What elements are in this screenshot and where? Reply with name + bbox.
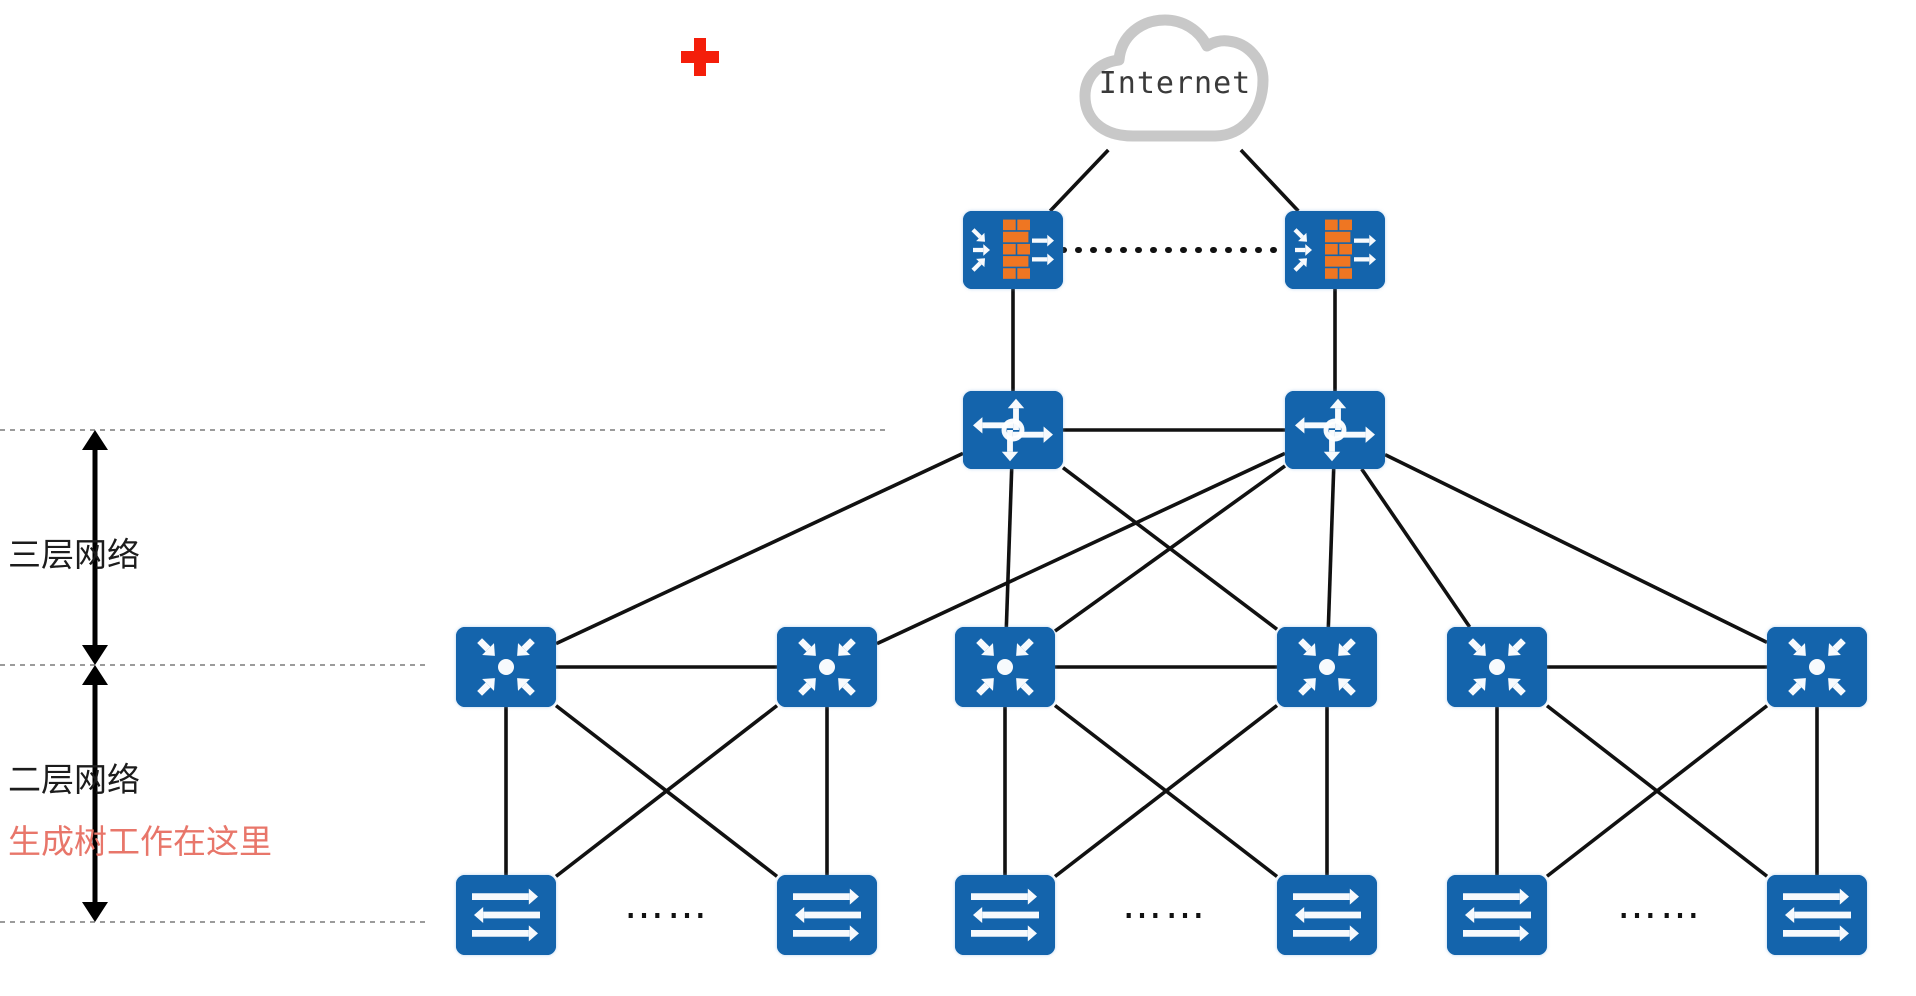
switch-icon xyxy=(955,875,1055,955)
access-ellipsis-2: …… xyxy=(1122,882,1208,928)
link-cloud-firewall-left xyxy=(1048,148,1110,213)
link-agg1-acc2 xyxy=(554,704,779,878)
aggregation-switch-6[interactable] xyxy=(1767,627,1867,707)
layer2-span-arrow-head-down xyxy=(82,902,108,922)
access-ellipsis-3: …… xyxy=(1617,882,1703,928)
access-switch-5[interactable] xyxy=(1447,875,1547,955)
device-links xyxy=(504,148,1819,878)
link-core-right-agg5 xyxy=(1360,467,1472,629)
layer2-network-label: 二层网络 xyxy=(8,760,140,799)
spanning-tree-note-label: 生成树工作在这里 xyxy=(8,822,272,861)
link-core-right-agg3 xyxy=(1053,464,1287,633)
link-agg5-acc6 xyxy=(1545,704,1769,878)
link-agg4-acc3 xyxy=(1053,704,1279,878)
layer3-span-arrow-head-down xyxy=(82,645,108,665)
aggregation-switch-5[interactable] xyxy=(1447,627,1547,707)
firewall-right[interactable] xyxy=(1285,211,1385,289)
firewall-left[interactable] xyxy=(963,211,1063,289)
multilayer-switch-icon xyxy=(1277,627,1377,707)
access-switch-2[interactable] xyxy=(777,875,877,955)
multilayer-switch-icon xyxy=(1767,627,1867,707)
access-ellipsis-1: …… xyxy=(624,882,710,928)
aggregation-switch-1[interactable] xyxy=(456,627,556,707)
link-core-right-agg4 xyxy=(1326,468,1336,628)
multilayer-switch-icon xyxy=(777,627,877,707)
switch-icon xyxy=(777,875,877,955)
red-cross-marker[interactable] xyxy=(679,36,721,83)
layer3-network-label: 三层网络 xyxy=(8,535,140,574)
core-router-left[interactable] xyxy=(963,391,1063,469)
firewall-icon xyxy=(963,211,1063,289)
router-icon xyxy=(1285,391,1385,469)
link-core-left-agg3 xyxy=(1004,468,1014,628)
access-switch-1[interactable] xyxy=(456,875,556,955)
layer3-span-arrow-head-up xyxy=(82,430,108,450)
multilayer-switch-icon xyxy=(955,627,1055,707)
aggregation-switch-2[interactable] xyxy=(777,627,877,707)
link-core-left-agg1 xyxy=(555,451,964,646)
aggregation-switch-4[interactable] xyxy=(1277,627,1377,707)
internet-cloud-label: Internet xyxy=(1098,66,1252,101)
internet-cloud[interactable]: Internet xyxy=(1075,10,1275,150)
switch-icon xyxy=(1447,875,1547,955)
switch-icon xyxy=(1767,875,1867,955)
core-router-right[interactable] xyxy=(1285,391,1385,469)
multilayer-switch-icon xyxy=(1447,627,1547,707)
router-icon xyxy=(963,391,1063,469)
access-switch-4[interactable] xyxy=(1277,875,1377,955)
link-agg2-acc1 xyxy=(554,704,779,878)
link-core-right-agg6 xyxy=(1384,452,1768,645)
switch-icon xyxy=(456,875,556,955)
link-core-left-agg4 xyxy=(1061,466,1279,631)
link-agg3-acc4 xyxy=(1053,704,1279,878)
access-switch-6[interactable] xyxy=(1767,875,1867,955)
cloud-icon xyxy=(1079,14,1269,142)
access-switch-3[interactable] xyxy=(955,875,1055,955)
link-cloud-firewall-right xyxy=(1239,148,1300,213)
link-agg6-acc5 xyxy=(1545,704,1769,878)
multilayer-switch-icon xyxy=(456,627,556,707)
aggregation-switch-3[interactable] xyxy=(955,627,1055,707)
switch-icon xyxy=(1277,875,1377,955)
firewall-icon xyxy=(1285,211,1385,289)
plus-icon xyxy=(681,38,719,76)
layer2-span-arrow-head-up xyxy=(82,665,108,685)
link-core-right-agg2 xyxy=(876,451,1286,646)
